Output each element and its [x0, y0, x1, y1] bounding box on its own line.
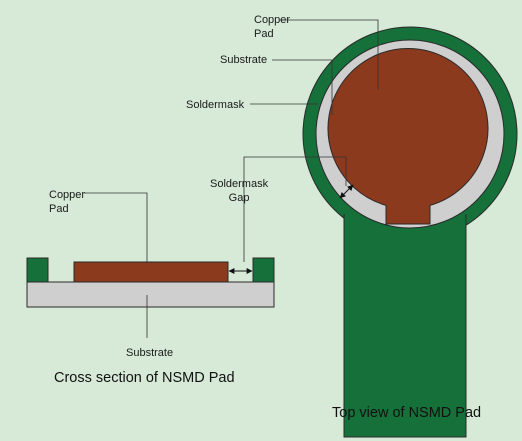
cross-section-soldermask-left — [26, 257, 49, 283]
leader-top-copper-pad — [280, 19, 379, 90]
cross-section-copper-pad — [73, 261, 229, 283]
label-top-substrate: Substrate — [220, 54, 268, 66]
top-view — [243, 19, 518, 438]
leader-top-substrate — [272, 59, 333, 115]
cross-section — [26, 192, 275, 338]
cross-section-soldermask-right — [252, 257, 275, 283]
caption-cross-section: Cross section of NSMD Pad — [54, 370, 235, 386]
cross-section-substrate — [26, 281, 275, 308]
leader-cs-copper-pad — [84, 192, 148, 262]
label-top-soldermask: Soldermask — [186, 99, 245, 111]
soldermask-gap-arrow — [339, 184, 354, 199]
label-top-copper-pad: Copper Pad — [254, 14, 291, 40]
leader-soldermask-gap — [243, 156, 347, 262]
caption-top-view: Top view of NSMD Pad — [332, 405, 482, 421]
label-cs-copper-pad: Copper Pad — [49, 189, 86, 215]
label-cs-substrate: Substrate — [126, 347, 174, 359]
label-soldermask-gap: Soldermask Gap — [210, 178, 269, 204]
top-view-copper-pad — [327, 47, 489, 225]
